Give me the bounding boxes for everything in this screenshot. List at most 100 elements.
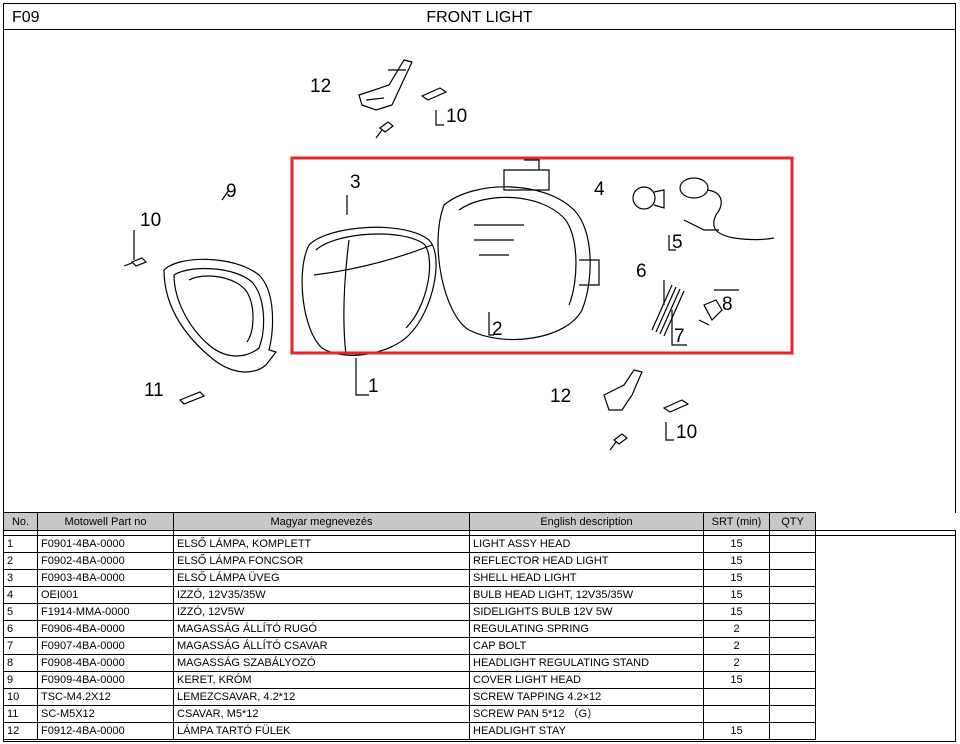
cell-en: LIGHT ASSY HEAD (469, 535, 704, 553)
cell-en: HEADLIGHT STAY (469, 722, 704, 740)
cell-srt: 15 (703, 722, 770, 740)
callout-2: 2 (492, 319, 503, 340)
cell-hu: ELSŐ LÁMPA FONCSOR (173, 552, 470, 570)
page-header: F09 FRONT LIGHT (3, 3, 956, 30)
cell-srt: 15 (703, 535, 770, 553)
callout-12a: 12 (310, 76, 331, 97)
callout-1: 1 (368, 376, 379, 397)
callout-6: 6 (636, 261, 647, 282)
cell-part: F0909-4BA-0000 (37, 671, 174, 689)
cell-no: 11 (3, 705, 38, 723)
cell-empty (816, 570, 956, 587)
col-english: English description (469, 512, 704, 531)
chrome-bezel (163, 258, 278, 373)
headlight-stay-top (358, 59, 448, 139)
cell-en: SIDELIGHTS BULB 12V 5W (469, 603, 704, 621)
cell-srt: 2 (703, 620, 770, 638)
cell-srt (703, 688, 770, 706)
cell-no: 7 (3, 637, 38, 655)
callout-9: 9 (226, 181, 237, 202)
exploded-diagram: 12 10 3 9 4 10 5 6 8 2 7 11 1 12 10 (123, 59, 794, 451)
cell-part: F0903-4BA-0000 (37, 569, 174, 587)
cell-empty (816, 706, 956, 723)
cell-part: F1914-MMA-0000 (37, 603, 174, 621)
cell-no: 2 (3, 552, 38, 570)
socket-wiring (679, 177, 775, 241)
cell-hu: MAGASSÁG ÁLLÍTÓ RUGÓ (173, 620, 470, 638)
cell-no: 3 (3, 569, 38, 587)
cell-part: SC-M5X12 (37, 705, 174, 723)
cell-no: 5 (3, 603, 38, 621)
cell-no: 6 (3, 620, 38, 638)
parts-table: No. Motowell Part no Magyar megnevezés E… (3, 512, 956, 740)
cell-en: COVER LIGHT HEAD (469, 671, 704, 689)
cell-srt: 15 (703, 603, 770, 621)
regulating-stand (698, 299, 723, 326)
callout-10a: 10 (446, 106, 467, 127)
cell-no: 4 (3, 586, 38, 604)
callout-3: 3 (350, 172, 361, 193)
cell-en: SCREW PAN 5*12 （G） (469, 705, 704, 723)
cell-empty (816, 536, 956, 553)
cell-empty (816, 604, 956, 621)
callout-10c: 10 (676, 422, 697, 443)
cell-empty (816, 655, 956, 672)
cell-part: F0907-4BA-0000 (37, 637, 174, 655)
cell-empty (816, 587, 956, 604)
cell-hu: MAGASSÁG ÁLLÍTÓ CSAVAR (173, 637, 470, 655)
callout-4: 4 (594, 179, 605, 200)
cell-no: 12 (3, 722, 38, 740)
cell-part: F0902-4BA-0000 (37, 552, 174, 570)
col-hungarian: Magyar megnevezés (173, 512, 470, 531)
cell-hu: LEMEZCSAVAR, 4.2*12 (173, 688, 470, 706)
screw-left-10 (123, 257, 148, 267)
cell-srt: 2 (703, 637, 770, 655)
cell-part: F0906-4BA-0000 (37, 620, 174, 638)
cell-hu: MAGASSÁG SZABÁLYOZÓ (173, 654, 470, 672)
cell-no: 10 (3, 688, 38, 706)
cell-hu: IZZÓ, 12V5W (173, 603, 470, 621)
cell-en: SCREW TAPPING 4.2×12 (469, 688, 704, 706)
headlight-bulb (632, 186, 665, 210)
cell-qty (769, 552, 816, 570)
cell-en: BULB HEAD LIGHT, 12V35/35W (469, 586, 704, 604)
cell-en: REFLECTOR HEAD LIGHT (469, 552, 704, 570)
section-code: F09 (12, 9, 40, 26)
screw-left-11 (178, 391, 206, 405)
cell-qty (769, 688, 816, 706)
cell-qty (769, 722, 816, 740)
col-srt: SRT (min) (703, 512, 770, 531)
highlight-frame (290, 156, 794, 355)
cell-qty (769, 586, 816, 604)
cell-empty (816, 723, 956, 740)
callout-5: 5 (672, 232, 683, 253)
callout-11: 11 (144, 380, 164, 401)
cell-part: F0908-4BA-0000 (37, 654, 174, 672)
headlight-stay-bottom (603, 369, 690, 451)
cell-qty (769, 569, 816, 587)
cell-srt: 15 (703, 552, 770, 570)
bracket-lines (133, 110, 739, 396)
col-no: No. (3, 512, 38, 531)
cell-part: TSC-M4.2X12 (37, 688, 174, 706)
callout-7: 7 (674, 326, 685, 347)
cell-empty (816, 689, 956, 706)
callout-8: 8 (722, 294, 733, 315)
callout-10b: 10 (140, 210, 161, 231)
cell-en: REGULATING SPRING (469, 620, 704, 638)
cell-no: 8 (3, 654, 38, 672)
cell-srt (703, 705, 770, 723)
cell-qty (769, 620, 816, 638)
cell-empty (816, 553, 956, 570)
cell-qty (769, 603, 816, 621)
cell-srt: 15 (703, 586, 770, 604)
